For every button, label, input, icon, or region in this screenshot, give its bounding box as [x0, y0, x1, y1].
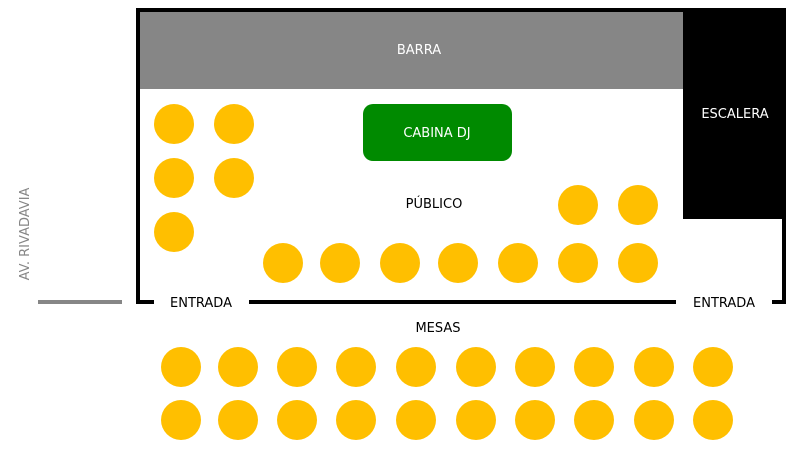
inside-table [498, 243, 538, 283]
inside-table [154, 104, 194, 144]
outside-table [515, 347, 555, 387]
street-label: AV. RIVADAVIA [18, 187, 33, 280]
outside-table [456, 347, 496, 387]
outside-table [574, 347, 614, 387]
outside-table [277, 400, 317, 440]
bar-area [140, 12, 683, 89]
outside-table [161, 400, 201, 440]
outside-table [218, 400, 258, 440]
outside-table [634, 347, 674, 387]
entrance-right-label: ENTRADA [693, 296, 755, 311]
audience-label: PÚBLICO [406, 196, 463, 212]
inside-table [214, 158, 254, 198]
bar-label: BARRA [397, 43, 441, 58]
stairs-area [683, 8, 786, 219]
inside-table [214, 104, 254, 144]
inside-table [618, 185, 658, 225]
inside-table [380, 243, 420, 283]
entrance-left-label: ENTRADA [170, 296, 232, 311]
tables-label: MESAS [415, 321, 460, 336]
outside-table [277, 347, 317, 387]
outside-table [693, 400, 733, 440]
inside-table [263, 243, 303, 283]
outside-table [336, 400, 376, 440]
outside-table [161, 347, 201, 387]
outside-table [396, 400, 436, 440]
outside-table [515, 400, 555, 440]
inside-table [558, 185, 598, 225]
tables-group [154, 104, 733, 440]
outside-table [336, 347, 376, 387]
inside-table [154, 212, 194, 252]
outside-table [634, 400, 674, 440]
dj-booth [363, 104, 512, 161]
inside-table [438, 243, 478, 283]
outer-wall [136, 8, 786, 302]
outside-table [396, 347, 436, 387]
inside-table [154, 158, 194, 198]
outside-table [574, 400, 614, 440]
inside-table [558, 243, 598, 283]
inside-table [618, 243, 658, 283]
inside-table [320, 243, 360, 283]
outside-table [218, 347, 258, 387]
stairs-label: ESCALERA [701, 107, 768, 122]
dj-booth-label: CABINA DJ [403, 126, 470, 141]
outside-table [693, 347, 733, 387]
outside-table [456, 400, 496, 440]
